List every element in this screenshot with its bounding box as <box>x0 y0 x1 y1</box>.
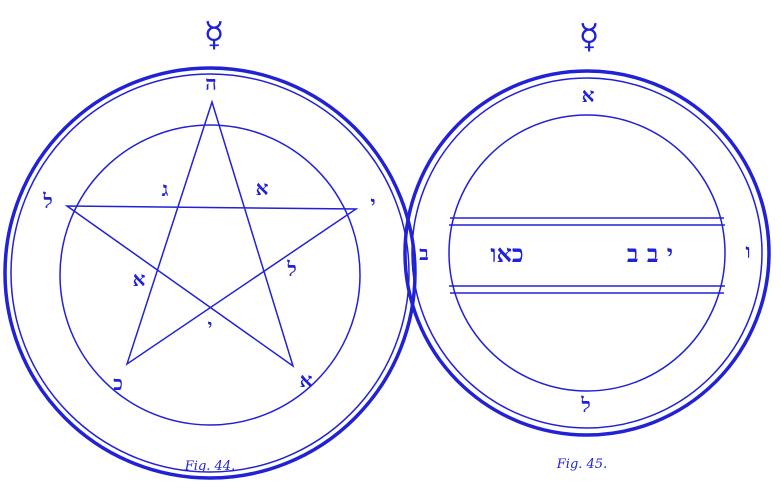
fig44-pentagram <box>64 99 359 368</box>
fig44-letter-top: ה <box>205 71 217 95</box>
fig45-inner-circle <box>448 114 726 392</box>
fig45-outer-ring-inner <box>411 77 763 429</box>
fig44-letter-upper-right: י <box>370 191 375 215</box>
fig44-caption: Fig. 44. <box>184 459 235 474</box>
fig45-letter-bottom: ל <box>580 393 590 417</box>
fig45-band <box>449 217 725 294</box>
fig45-letter-right: ו <box>745 239 750 263</box>
figure-44: ☿ ה ל י ג א א ל י כ א Fig. 44. <box>3 15 417 480</box>
fig45-band-text-left: כאו <box>490 239 523 268</box>
fig44-letter-inner-aleph-left: א <box>133 267 146 291</box>
fig44-outer-ring-inner <box>10 73 410 473</box>
fig45-band-text-right: י ב ב <box>627 239 673 268</box>
fig44-letter-bottom-right: א <box>300 368 313 392</box>
fig44-letter-upper-left: ל <box>42 189 52 213</box>
mercury-symbol-icon: ☿ <box>579 17 600 57</box>
fig45-caption: Fig. 45. <box>556 457 607 472</box>
fig45-letter-left: ב <box>419 241 429 265</box>
fig44-letter-inner-yod-center: י <box>208 316 213 337</box>
fig44-outer-ring-outer <box>3 66 417 480</box>
figure-45: ☿ י ב ב כאו א ב ו ל Fig. 45. <box>403 17 771 472</box>
fig44-letter-inner-gimel: ג <box>162 177 169 201</box>
fig44-inner-circle <box>59 124 361 426</box>
fig45-outer-ring-outer <box>403 69 771 437</box>
fig44-letter-bottom-left: כ <box>113 371 123 395</box>
fig44-letter-inner-aleph-upper: א <box>256 176 269 200</box>
mercury-symbol-icon: ☿ <box>204 15 225 55</box>
fig45-letter-top: א <box>582 83 595 107</box>
fig44-letter-inner-lamed-right: ל <box>286 257 296 281</box>
